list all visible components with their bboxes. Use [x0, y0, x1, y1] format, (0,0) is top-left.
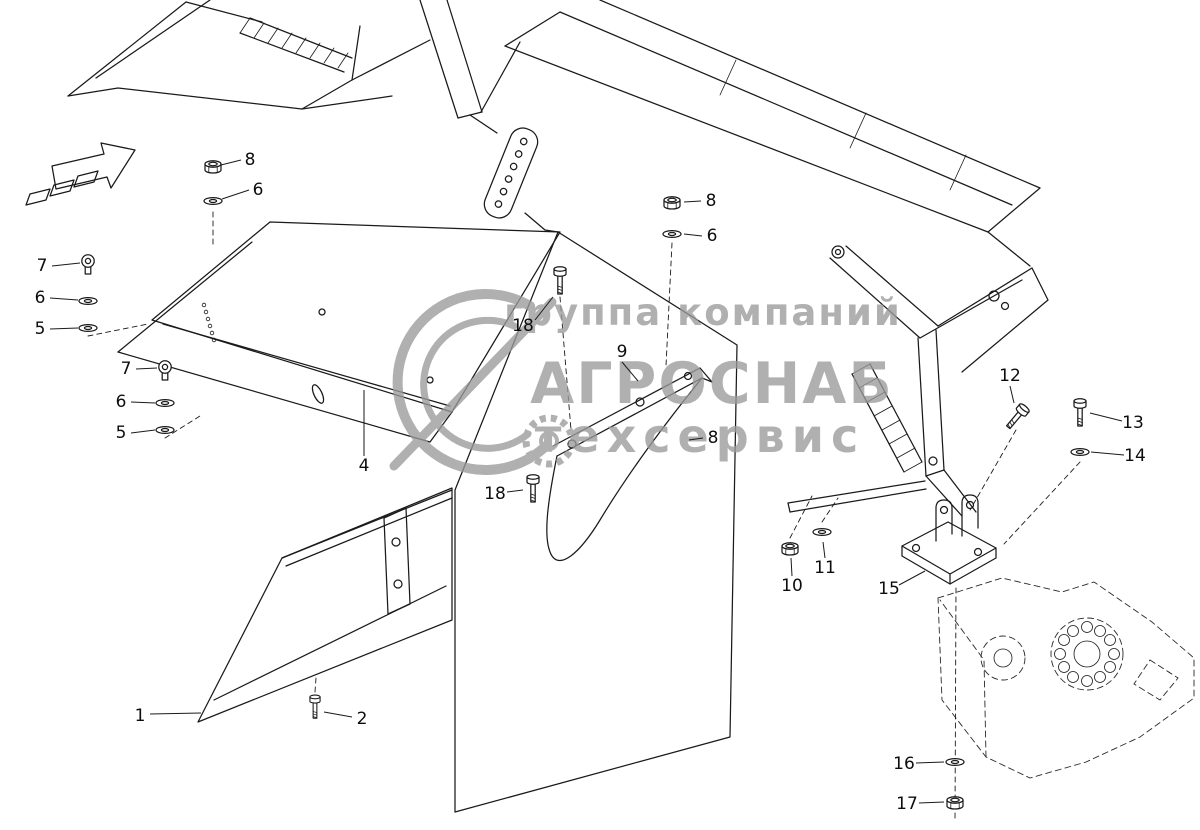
callout-label-6: 6	[35, 288, 46, 308]
direction-arrow-icon	[25, 142, 136, 206]
callout-leader-11	[822, 541, 826, 559]
callout-label-7: 7	[37, 256, 48, 276]
washer-icon	[78, 323, 98, 333]
machine-frame-drawing	[67, 0, 1049, 517]
cover-plate-4-drawing	[117, 221, 561, 443]
bolt-icon	[309, 694, 321, 719]
callout-leader-8	[683, 200, 702, 203]
washer-icon	[945, 757, 965, 767]
callout-label-18: 18	[512, 316, 534, 336]
callout-label-5: 5	[35, 319, 46, 339]
assembly-axes	[87, 211, 1081, 821]
bolt-icon	[526, 474, 540, 503]
callout-label-1: 1	[135, 706, 146, 726]
callout-label-9: 9	[617, 342, 628, 362]
callout-leader-8	[688, 437, 704, 441]
washer-icon	[203, 196, 223, 206]
callout-leader-17	[918, 801, 945, 804]
callout-leader-5	[130, 429, 156, 434]
bolt-icon	[1003, 401, 1031, 432]
callout-label-8: 8	[706, 191, 717, 211]
washer-icon	[155, 425, 175, 435]
callout-label-4: 4	[359, 456, 370, 476]
washer-icon	[1070, 447, 1090, 457]
callout-leader-5	[49, 327, 79, 330]
callout-label-5: 5	[116, 423, 127, 443]
callout-label-8: 8	[708, 428, 719, 448]
washer-icon	[662, 229, 682, 239]
callout-leader-18	[506, 489, 524, 493]
callout-label-6: 6	[253, 180, 264, 200]
chassis-phantom-drawing	[937, 577, 1195, 779]
callout-label-16: 16	[893, 754, 915, 774]
callout-label-12: 12	[999, 366, 1021, 386]
callout-label-7: 7	[121, 359, 132, 379]
callout-leader-6	[130, 401, 156, 404]
callout-label-6: 6	[116, 392, 127, 412]
washer-icon	[812, 527, 832, 537]
callout-leader-8	[220, 159, 242, 166]
callout-leader-15	[898, 570, 926, 586]
callout-leader-10	[790, 557, 793, 577]
callout-leader-13	[1089, 412, 1123, 422]
watermark-logo-icon	[389, 288, 576, 475]
callout-leader-7	[135, 367, 158, 370]
callout-leader-6	[49, 297, 79, 301]
washer-icon	[78, 296, 98, 306]
callout-label-10: 10	[781, 576, 803, 596]
bolt-icon	[553, 266, 567, 295]
mount-bracket-15-drawing	[901, 494, 997, 585]
watermark-text-line1: группа компаний	[504, 291, 902, 334]
watermark: группа компаний АГРОСНАБ техсервис	[389, 288, 902, 475]
nut-icon	[946, 796, 964, 810]
washer-icon	[155, 398, 175, 408]
callout-leader-6	[683, 233, 703, 237]
callout-label-2: 2	[357, 709, 368, 729]
nut-icon	[781, 542, 799, 556]
watermark-text-line3: техсервис	[535, 409, 866, 463]
callout-label-17: 17	[896, 794, 918, 814]
callout-leader-1	[149, 712, 202, 715]
bolt-icon	[1073, 398, 1087, 427]
callout-leader-16	[915, 761, 945, 764]
fasteners	[78, 160, 1090, 810]
callout-label-11: 11	[814, 558, 836, 578]
callout-leader-18	[534, 296, 554, 321]
callout-label-8: 8	[245, 150, 256, 170]
eye-bolt-icon	[158, 360, 172, 381]
bracket-9-drawing	[546, 367, 713, 562]
watermark-text-line2: АГРОСНАБ	[530, 351, 894, 417]
eye-bolt-icon	[81, 254, 95, 275]
callout-label-6: 6	[707, 226, 718, 246]
nut-icon	[663, 196, 681, 210]
callout-label-14: 14	[1124, 446, 1146, 466]
callout-leader-9	[621, 361, 639, 382]
callout-leader-6	[221, 189, 250, 200]
callout-leader-12	[1009, 385, 1015, 404]
callout-leader-7	[51, 262, 81, 267]
callout-leader-14	[1090, 451, 1125, 456]
callout-leader-2	[323, 711, 353, 718]
callout-label-18: 18	[484, 484, 506, 504]
nut-icon	[204, 160, 222, 174]
deflector-panel-1-drawing	[197, 487, 453, 723]
callout-label-15: 15	[878, 579, 900, 599]
callout-label-13: 13	[1122, 413, 1144, 433]
